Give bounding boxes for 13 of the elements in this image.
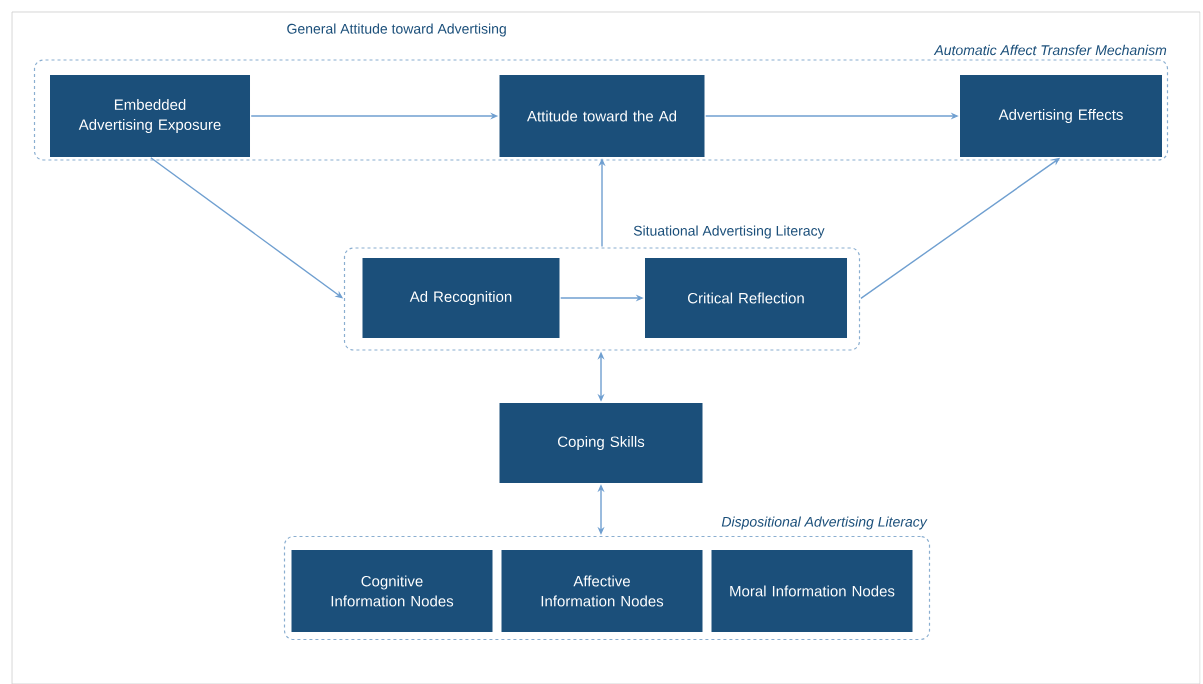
process-box: Ad Recognition xyxy=(362,258,560,338)
group-heading: Automatic Affect Transfer Mechanism xyxy=(933,44,1167,56)
process-box: Moral Information Nodes xyxy=(711,550,913,632)
process-box: Affective Information Nodes xyxy=(501,550,703,632)
process-box: Advertising Effects xyxy=(960,75,1162,157)
process-box: Attitude toward the Ad xyxy=(499,75,705,157)
process-box: Coping Skills xyxy=(499,403,703,483)
process-box: Cognitive Information Nodes xyxy=(291,550,493,632)
diagram-heading: General Attitude toward Advertising xyxy=(287,23,506,37)
group-heading: Dispositional Advertising Literacy xyxy=(721,516,928,530)
group-heading: Situational Advertising Literacy xyxy=(633,225,825,239)
process-box: Embedded Advertising Exposure xyxy=(50,75,250,157)
process-box: Critical Reflection xyxy=(645,258,847,338)
